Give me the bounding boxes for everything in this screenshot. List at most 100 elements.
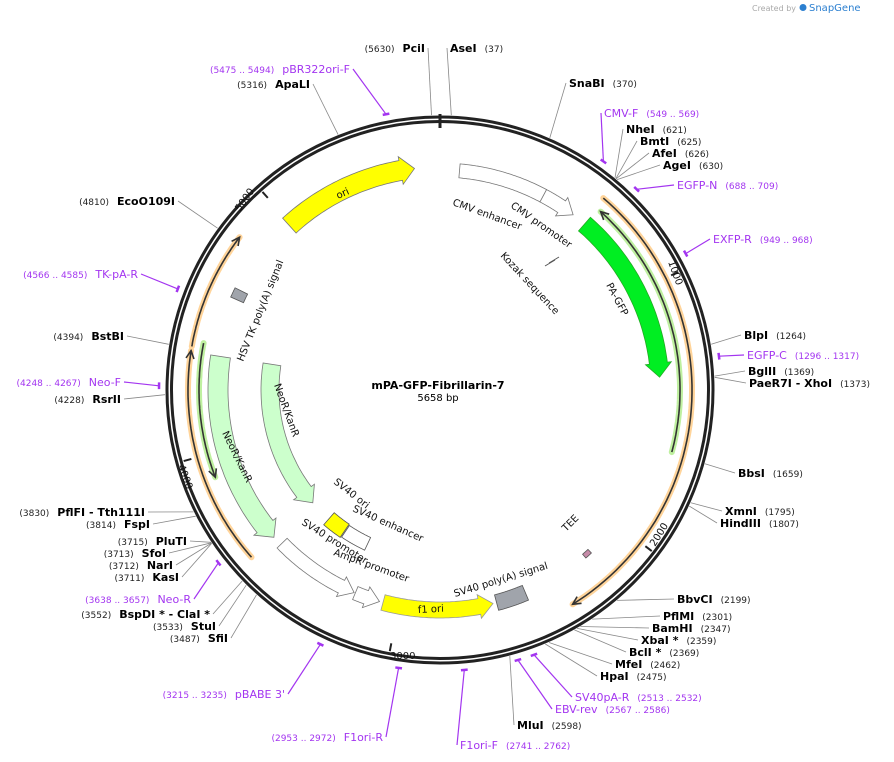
neor-kanr-inner[interactable] bbox=[260, 362, 315, 504]
sv40-promoter[interactable] bbox=[276, 537, 355, 598]
pa-gfp-feature[interactable] bbox=[577, 216, 673, 378]
primer-tk-pa-r[interactable]: (4566 .. 4585)TK-pA-R bbox=[23, 268, 181, 293]
enzyme-site-stui[interactable]: (3533)StuI bbox=[153, 584, 247, 633]
site-label: (3533)StuI bbox=[153, 620, 216, 633]
enzyme-site-hpai[interactable]: HpaI(2475) bbox=[545, 643, 667, 683]
tee-feature[interactable] bbox=[581, 548, 592, 559]
kozak-mark bbox=[544, 259, 556, 267]
enzyme-site-bstbi[interactable]: (4394)BstBI bbox=[53, 330, 169, 345]
cmv-promoter[interactable] bbox=[539, 189, 574, 217]
primer-egfp-c[interactable]: EGFP-C(1296 .. 1317) bbox=[717, 349, 860, 362]
primer-pbr322ori-f[interactable]: (5475 .. 5494)pBR322ori-F bbox=[210, 63, 390, 117]
enzyme-site-agei[interactable]: AgeI(630) bbox=[616, 159, 723, 180]
leader-line bbox=[230, 594, 257, 639]
sv40-ori-feature[interactable] bbox=[323, 512, 350, 538]
enzyme-site-bmti[interactable]: BmtI(625) bbox=[615, 135, 702, 179]
direction-arrow-icon bbox=[571, 596, 582, 606]
direction-arrow-icon bbox=[599, 210, 610, 221]
site-name: EBV-rev bbox=[555, 703, 598, 716]
leader-line bbox=[614, 128, 624, 178]
enzyme-site-bamhi[interactable]: BamHI(2347) bbox=[580, 622, 731, 635]
primer-f1ori-f[interactable]: F1ori-F(2741 .. 2762) bbox=[456, 668, 570, 752]
hsv-tk-polya-feature[interactable] bbox=[230, 287, 249, 304]
orf-arrow-right-orange[interactable] bbox=[569, 195, 695, 608]
tick-label: 3000 bbox=[390, 651, 415, 662]
primer-sv40pa-r[interactable]: SV40pA-R(2513 .. 2532) bbox=[530, 652, 702, 704]
site-label: (3830)PflFI - Tth111I bbox=[19, 506, 145, 519]
enzyme-site-blpi[interactable]: BlpI(1264) bbox=[711, 329, 806, 345]
enzyme-site-paer7i-xhoi[interactable]: PaeR7I - XhoI(1373) bbox=[714, 376, 870, 390]
sv40-enhancer[interactable] bbox=[341, 524, 372, 551]
primer-neo-f[interactable]: (4248 .. 4267)Neo-F bbox=[16, 376, 161, 390]
enzyme-site-mlui[interactable]: MluI(2598) bbox=[509, 655, 582, 732]
orf-arrow-left-green[interactable] bbox=[196, 340, 219, 481]
enzyme-site-sfii[interactable]: (3487)SfiI bbox=[170, 594, 257, 645]
enzyme-site-snabi[interactable]: SnaBI(370) bbox=[549, 77, 637, 139]
enzyme-site-bglii[interactable]: BglII(1369) bbox=[714, 365, 815, 378]
enzyme-site-xbai-[interactable]: XbaI *(2359) bbox=[577, 628, 716, 647]
neor-kanr-outer[interactable] bbox=[207, 354, 277, 538]
leader-line bbox=[616, 164, 661, 180]
site-label: (3814)FspI bbox=[86, 518, 150, 531]
enzyme-site-pluti[interactable]: (3715)PluTI bbox=[118, 535, 212, 548]
orf-arrow-left-orange-2[interactable] bbox=[188, 234, 243, 350]
enzyme-site-xmni[interactable]: XmnI(1795) bbox=[690, 502, 795, 518]
enzyme-site-rsrii[interactable]: (4228)RsrII bbox=[54, 393, 166, 406]
ampr-promoter[interactable] bbox=[352, 586, 381, 609]
cmv-enhancer[interactable] bbox=[458, 163, 548, 203]
enzyme-site-bcli-[interactable]: BclI *(2369) bbox=[574, 629, 699, 659]
primer-ebv-rev[interactable]: EBV-rev(2567 .. 2586) bbox=[514, 657, 670, 716]
site-label: HpaI(2475) bbox=[600, 670, 667, 683]
enzyme-site-kasi[interactable]: (3711)KasI bbox=[114, 543, 213, 584]
enzyme-site-bbsi[interactable]: BbsI(1659) bbox=[704, 463, 803, 480]
primer-cmv-f[interactable]: CMV-F(549 .. 569) bbox=[599, 107, 699, 165]
primer-exfp-r[interactable]: EXFP-R(949 .. 968) bbox=[682, 233, 813, 258]
site-name: PflFI - Tth111I bbox=[57, 506, 145, 519]
primer-pbabe-3-[interactable]: (3215 .. 3235)pBABE 3' bbox=[163, 641, 324, 701]
leader-line bbox=[592, 615, 661, 620]
enzyme-site-nari[interactable]: (3712)NarI bbox=[109, 542, 212, 572]
sv40-polya-feature[interactable] bbox=[494, 584, 530, 611]
primer-f1ori-r[interactable]: (2953 .. 2972)F1ori-R bbox=[271, 666, 403, 744]
primer-binding-mark bbox=[460, 668, 468, 672]
enzyme-site-bspdi-clai-[interactable]: (3552)BspDI * - ClaI * bbox=[81, 580, 243, 621]
site-label: BbvCI(2199) bbox=[677, 593, 751, 606]
leader-line bbox=[615, 140, 638, 179]
leader-line bbox=[218, 584, 247, 627]
primer-neo-r[interactable]: (3638 .. 3657)Neo-R bbox=[85, 559, 222, 606]
leader-line bbox=[126, 335, 169, 345]
ori-feature[interactable] bbox=[282, 155, 416, 234]
enzyme-site-mfei[interactable]: MfeI(2462) bbox=[548, 642, 680, 672]
enzyme-site-nhei[interactable]: NheI(621) bbox=[614, 123, 687, 178]
site-label: (3711)KasI bbox=[114, 571, 179, 584]
primer-egfp-n[interactable]: EGFP-N(688 .. 709) bbox=[633, 179, 778, 193]
feature-label-hsv-tk-polya[interactable]: HSV TK poly(A) signal bbox=[236, 259, 287, 364]
site-position: (3552) bbox=[81, 611, 111, 621]
orf-arrow-right-green[interactable] bbox=[597, 208, 683, 456]
enzyme-site-asei[interactable]: AseI(37) bbox=[446, 42, 503, 116]
enzyme-site-afei[interactable]: AfeI(626) bbox=[615, 147, 709, 180]
enzyme-site-fspi[interactable]: (3814)FspI bbox=[86, 515, 196, 531]
enzyme-site-hindiii[interactable]: HindIII(1807) bbox=[689, 505, 799, 530]
site-name: NarI bbox=[147, 559, 173, 572]
feature-label-f1-ori[interactable]: f1 ori bbox=[418, 604, 445, 616]
site-label: (4248 .. 4267)Neo-F bbox=[16, 376, 121, 389]
site-name: StuI bbox=[191, 620, 216, 633]
site-name: SfiI bbox=[208, 632, 228, 645]
enzyme-site-pcii[interactable]: (5630)PciI bbox=[365, 42, 432, 116]
feature-label-tee[interactable]: TEE bbox=[560, 513, 582, 535]
orf-arrow-left-orange-1[interactable] bbox=[185, 347, 255, 561]
enzyme-site-bbvci[interactable]: BbvCI(2199) bbox=[617, 593, 751, 606]
f1-ori-feature[interactable] bbox=[380, 593, 494, 620]
feature-label-kozak[interactable]: Kozak sequence bbox=[498, 251, 561, 318]
enzyme-site-pflmi[interactable]: PflMI(2301) bbox=[592, 610, 732, 623]
feature-label-sv40-ori[interactable]: SV40 ori bbox=[331, 477, 371, 512]
enzyme-site-apali[interactable]: (5316)ApaLI bbox=[237, 78, 339, 135]
leader-line bbox=[152, 515, 196, 525]
enzyme-site-sfoi[interactable]: (3713)SfoI bbox=[104, 542, 212, 560]
feature-label-ori[interactable]: ori bbox=[335, 186, 351, 201]
enzyme-site-ecoo109i[interactable]: (4810)EcoO109I bbox=[79, 195, 218, 229]
site-label: XbaI *(2359) bbox=[641, 634, 716, 647]
enzyme-site-pflfi-tth111i[interactable]: (3830)PflFI - Tth111I bbox=[19, 506, 194, 519]
